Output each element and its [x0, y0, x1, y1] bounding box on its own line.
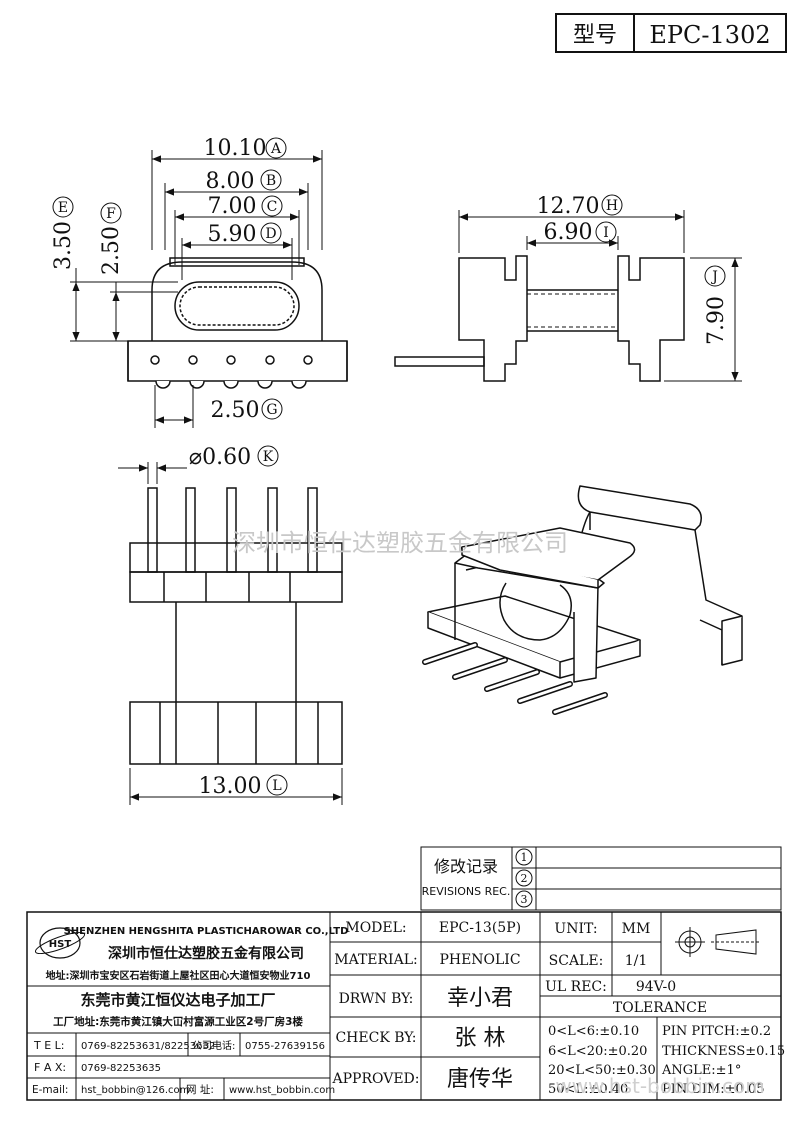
model-label: 型号	[573, 23, 617, 48]
dim-f-value: 2.50	[99, 226, 124, 275]
dim-e-value: 3.50	[51, 221, 76, 270]
material-value: PHENOLIC	[439, 952, 520, 968]
marker-b: B	[266, 173, 276, 189]
side-view	[394, 255, 685, 382]
tol-left-1: 0<L<6:±0.10	[548, 1024, 639, 1039]
material-label: MATERIAL:	[334, 952, 417, 968]
check-value: 张 林	[455, 1026, 506, 1051]
dim-b-value: 8.00	[206, 169, 255, 194]
front-dims	[70, 150, 323, 428]
approved-value: 唐传华	[447, 1067, 513, 1092]
marker-d: D	[265, 226, 276, 242]
drawn-label: DRWN BY:	[339, 991, 414, 1007]
isometric-view	[422, 485, 743, 715]
front-dim-labels: 10.10 A 8.00 B 7.00 C 5.90 D 3.50 E 2.50…	[51, 136, 287, 423]
watermark-text: 深圳市恒仕达塑胶五金有限公司	[232, 529, 568, 557]
bottom-view	[129, 487, 343, 765]
tol-right-4: PIN DIM:±0.05	[662, 1082, 764, 1097]
bottom-dim-labels: ⌀0.60 K 13.00 L	[189, 445, 288, 799]
side-dims	[458, 210, 742, 382]
phone-label: 公司电话:	[192, 1039, 235, 1052]
model-field-label: MODEL:	[345, 920, 406, 936]
unit-value: MM	[622, 921, 651, 937]
marker-f: F	[106, 206, 116, 222]
fax-label: F A X:	[34, 1061, 66, 1074]
web-label: 网 址:	[186, 1083, 214, 1096]
marker-a: A	[270, 141, 282, 157]
dim-i-value: 6.90	[544, 220, 593, 245]
scale-value: 1/1	[625, 953, 648, 969]
marker-h: H	[606, 198, 618, 214]
check-label: CHECK BY:	[335, 1030, 416, 1046]
revisions-title-cn: 修改记录	[434, 857, 498, 876]
tol-left-3: 20<L<50:±0.30	[548, 1063, 656, 1078]
tol-right-2: THICKNESS±0.15	[662, 1044, 785, 1059]
model-header: 型号 EPC-1302	[555, 13, 787, 53]
revisions-block	[420, 846, 782, 911]
marker-j: J	[710, 269, 718, 285]
marker-e: E	[58, 200, 68, 216]
company-logo: HST	[34, 927, 86, 959]
tolerance-label: TOLERANCE	[613, 1000, 707, 1016]
ul-value: 94V-0	[636, 979, 676, 995]
model-field-value: EPC-13(5P)	[439, 920, 521, 936]
factory-name: 东莞市黄江恒仪达电子加工厂	[80, 991, 275, 1009]
marker-i: I	[603, 225, 609, 241]
revisions-title-en: REVISIONS REC.	[422, 885, 511, 898]
dim-l-value: 13.00	[199, 774, 262, 799]
company-name-en: SHENZHEN HENGSHITA PLASTICHAROWAR CO.,LT…	[64, 926, 349, 937]
factory-address: 工厂地址:东莞市黄江镇大冚村富源工业区2号厂房3楼	[53, 1015, 303, 1028]
bottom-watermark: www.hst-bobbin.com	[555, 1074, 764, 1098]
approved-label: APPROVED:	[332, 1071, 420, 1087]
phone-value: 0755-27639156	[245, 1041, 325, 1052]
dim-g-value: 2.50	[211, 398, 260, 423]
web-value: www.hst_bobbin.com	[229, 1085, 335, 1096]
revision-2: 2	[521, 872, 528, 885]
tol-left-2: 6<L<20:±0.20	[548, 1044, 647, 1059]
drawn-value: 幸小君	[447, 986, 513, 1011]
dim-k-value: ⌀0.60	[189, 445, 251, 470]
title-block-grid	[26, 911, 782, 1101]
front-view	[127, 257, 348, 389]
dim-h-value: 12.70	[537, 194, 600, 219]
marker-k: K	[263, 449, 274, 465]
dim-c-value: 7.00	[208, 194, 257, 219]
tel-value: 0769-82253631/82253632	[81, 1041, 215, 1052]
marker-c: C	[267, 199, 278, 215]
tol-left-4: 50<L:±0.40	[548, 1082, 628, 1097]
model-number: EPC-1302	[649, 21, 770, 49]
company-name-cn: 深圳市恒仕达塑胶五金有限公司	[108, 945, 304, 962]
dim-a-value: 10.10	[204, 136, 267, 161]
ul-label: UL REC:	[545, 979, 607, 995]
tol-right-1: PIN PITCH:±0.2	[662, 1024, 771, 1039]
unit-label: UNIT:	[554, 921, 597, 937]
email-value: hst_bobbin@126.com	[81, 1085, 189, 1096]
projection-symbol-icon	[675, 927, 760, 957]
scale-label: SCALE:	[549, 953, 604, 969]
tol-right-3: ANGLE:±1°	[661, 1063, 741, 1078]
logo-text: HST	[49, 939, 72, 950]
email-label: E-mail:	[32, 1084, 68, 1096]
company-address: 地址:深圳市宝安区石岩街道上屋社区田心大道恒安物业710	[46, 969, 311, 982]
fax-value: 0769-82253635	[81, 1063, 161, 1074]
side-dim-labels: 12.70 H 6.90 I J 7.90	[537, 194, 729, 345]
revisions-text: 修改记录 REVISIONS REC. 1 2 3	[422, 851, 528, 906]
bottom-dims	[118, 462, 343, 805]
company-info: SHENZHEN HENGSHITA PLASTICHAROWAR CO.,LT…	[32, 926, 348, 1096]
title-block-fields: MODEL: EPC-13(5P) MATERIAL: PHENOLIC DRW…	[332, 920, 786, 1097]
tel-label: T E L:	[33, 1039, 65, 1052]
marker-g: G	[266, 402, 277, 418]
revision-1: 1	[521, 851, 528, 864]
revision-3: 3	[521, 893, 528, 906]
dim-j-value: 7.90	[704, 296, 729, 345]
dim-d-value: 5.90	[208, 222, 257, 247]
marker-l: L	[272, 778, 281, 794]
